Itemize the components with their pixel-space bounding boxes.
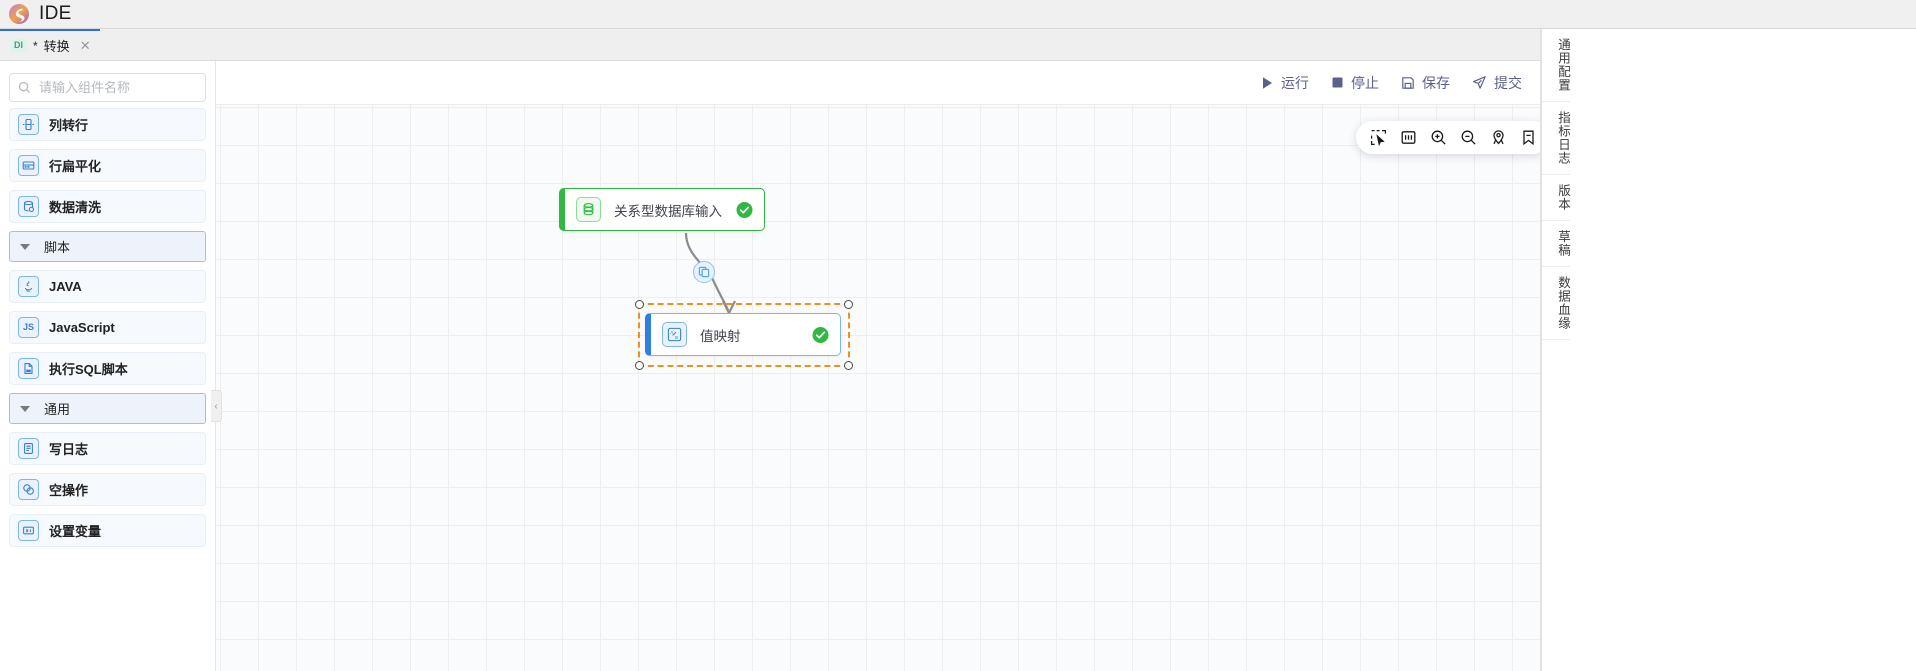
zoom-out-icon[interactable] xyxy=(1453,123,1483,153)
component-palette: 列转行 行扁平化 数据清洗 脚本 xyxy=(0,61,216,671)
palette-search-wrap xyxy=(0,61,215,108)
resize-handle-top-right[interactable] xyxy=(844,300,853,309)
java-icon xyxy=(18,276,39,297)
palette-item-label: 数据清洗 xyxy=(49,200,102,215)
flow-node-relational-db-input[interactable]: 关系型数据库输入 xyxy=(559,188,765,231)
copy-edge-icon[interactable] xyxy=(693,261,715,283)
palette-item-data-clean[interactable]: 数据清洗 xyxy=(9,190,206,223)
play-icon xyxy=(1261,76,1274,90)
value-mapping-icon: A B xyxy=(662,322,687,347)
edge-layer xyxy=(684,232,736,315)
column-to-row-icon xyxy=(18,114,39,135)
data-clean-icon xyxy=(18,196,39,217)
canvas-action-bar: 运行 停止 保存 提交 xyxy=(216,61,1540,105)
palette-group-label: 通用 xyxy=(44,402,71,417)
locate-node-icon[interactable] xyxy=(1483,123,1513,153)
stop-button[interactable]: 停止 xyxy=(1331,73,1379,93)
sql-file-icon xyxy=(18,358,39,379)
palette-list: 列转行 行扁平化 数据清洗 脚本 xyxy=(0,108,215,547)
marquee-select-icon[interactable] xyxy=(1363,123,1393,153)
search-box[interactable] xyxy=(9,73,215,102)
right-panel: 通用配置 指标日志 版本 草稿 数据血缘 xyxy=(1540,29,1916,671)
svg-text:B: B xyxy=(675,335,678,340)
palette-item-label: JAVA xyxy=(49,279,82,294)
palette-group-script[interactable]: 脚本 xyxy=(9,231,206,262)
check-circle-icon xyxy=(812,326,829,343)
tab-zhuanhuan[interactable]: DI * 转换 ✕ xyxy=(0,29,100,60)
tab-modified-marker: * xyxy=(33,38,38,53)
palette-item-column-to-row[interactable]: 列转行 xyxy=(9,108,206,141)
chevron-left-icon: ‹ xyxy=(214,400,218,412)
canvas-zoom-toolbar xyxy=(1356,121,1540,154)
flow-canvas[interactable]: 关系型数据库输入 A B 值映射 xyxy=(216,105,1540,671)
close-icon[interactable]: ✕ xyxy=(79,38,91,53)
svg-text:A: A xyxy=(670,330,673,335)
flow-node-label: 值映射 xyxy=(700,328,741,344)
bookmark-icon[interactable] xyxy=(1513,123,1540,153)
resize-handle-top-left[interactable] xyxy=(635,300,644,309)
palette-item-label: 行扁平化 xyxy=(49,159,102,174)
flow-node-value-mapping[interactable]: A B 值映射 xyxy=(645,313,841,356)
stop-button-label: 停止 xyxy=(1351,74,1379,91)
row-flatten-icon xyxy=(18,155,39,176)
palette-item-set-variable[interactable]: 设置变量 xyxy=(9,514,206,547)
palette-item-label: JavaScript xyxy=(49,320,115,335)
flow-node-label: 关系型数据库输入 xyxy=(614,203,722,219)
resize-handle-bottom-left[interactable] xyxy=(635,361,644,370)
swirl-logo-icon xyxy=(8,3,30,25)
check-circle-icon xyxy=(736,201,753,218)
rail-tab-version[interactable]: 版本 xyxy=(1542,175,1570,221)
save-icon xyxy=(1401,76,1415,90)
send-icon xyxy=(1472,75,1487,90)
stop-icon xyxy=(1331,76,1344,89)
save-button-label: 保存 xyxy=(1422,74,1450,91)
node-selection-frame[interactable] xyxy=(635,300,853,370)
palette-collapse-handle[interactable]: ‹ xyxy=(211,390,222,422)
palette-item-label: 写日志 xyxy=(49,442,89,457)
resize-handle-bottom-right[interactable] xyxy=(844,361,853,370)
submit-button[interactable]: 提交 xyxy=(1472,73,1522,93)
right-rail-tabs: 通用配置 指标日志 版本 草稿 数据血缘 xyxy=(1541,29,1570,671)
no-op-icon xyxy=(18,479,39,500)
palette-group-general[interactable]: 通用 xyxy=(9,393,206,424)
palette-item-row-flatten[interactable]: 行扁平化 xyxy=(9,149,206,182)
app-title: IDE xyxy=(39,3,72,24)
write-log-icon xyxy=(18,438,39,459)
palette-item-javascript[interactable]: JS JavaScript xyxy=(9,311,206,344)
tab-type-badge: DI xyxy=(10,39,27,52)
search-icon xyxy=(18,81,31,94)
palette-item-write-log[interactable]: 写日志 xyxy=(9,432,206,465)
set-variable-icon xyxy=(18,520,39,541)
submit-button-label: 提交 xyxy=(1494,74,1522,91)
search-input[interactable] xyxy=(37,79,215,96)
zoom-in-icon[interactable] xyxy=(1423,123,1453,153)
run-button-label: 运行 xyxy=(1281,74,1309,91)
caret-down-icon xyxy=(20,243,30,250)
palette-item-no-op[interactable]: 空操作 xyxy=(9,473,206,506)
tab-label: 转换 xyxy=(43,39,70,54)
palette-item-java[interactable]: JAVA xyxy=(9,270,206,303)
right-panel-body xyxy=(1569,29,1916,671)
palette-item-label: 执行SQL脚本 xyxy=(49,362,128,377)
caret-down-icon xyxy=(20,405,30,412)
rail-tab-draft[interactable]: 草稿 xyxy=(1542,221,1570,267)
palette-group-label: 脚本 xyxy=(44,240,71,255)
app-header: IDE xyxy=(0,0,1916,29)
run-button[interactable]: 运行 xyxy=(1261,73,1309,93)
database-icon xyxy=(576,197,601,222)
fit-view-icon[interactable] xyxy=(1393,123,1423,153)
palette-item-label: 设置变量 xyxy=(49,524,102,539)
palette-item-label: 空操作 xyxy=(49,483,89,498)
rail-tab-general-config[interactable]: 通用配置 xyxy=(1542,29,1570,102)
palette-item-label: 列转行 xyxy=(49,118,89,133)
save-button[interactable]: 保存 xyxy=(1401,73,1450,93)
js-icon-text: JS xyxy=(22,322,34,332)
rail-tab-data-lineage[interactable]: 数据血缘 xyxy=(1542,267,1570,340)
js-icon: JS xyxy=(18,317,39,338)
palette-item-execute-sql[interactable]: 执行SQL脚本 xyxy=(9,352,206,385)
rail-tab-metric-log[interactable]: 指标日志 xyxy=(1542,102,1570,175)
